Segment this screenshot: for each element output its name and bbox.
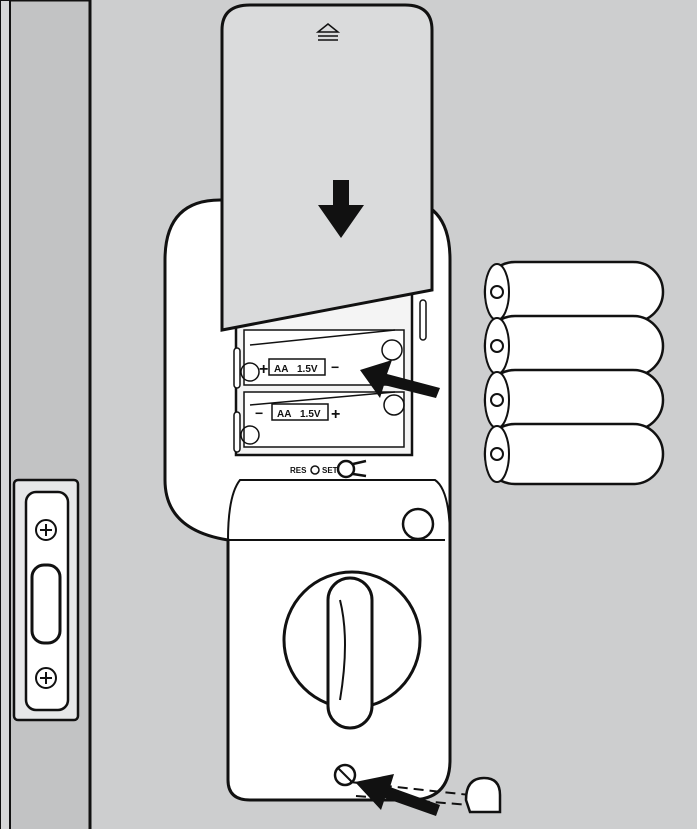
reset-button[interactable] [310,465,320,475]
sensor-button[interactable] [401,507,435,541]
insert-batteries-arrow-icon [360,360,440,398]
aa-batteries [483,260,665,486]
battery-4 [483,422,665,486]
polarity-plus: + [331,406,340,423]
battery-type-label: AA [274,364,288,375]
polarity-minus: − [255,405,263,421]
battery-type-label: AA [277,409,291,420]
eject-icon [315,23,341,41]
set-button[interactable] [336,459,356,479]
reset-label: RES [290,466,307,475]
thumb-turn[interactable] [282,570,422,730]
polarity-plus: + [259,361,268,378]
battery-3 [483,368,665,432]
battery-voltage-label: 1.5V [297,364,318,375]
set-label: SET [322,466,338,475]
battery-voltage-label: 1.5V [300,409,321,420]
polarity-minus: − [331,359,339,375]
battery-2 [483,314,665,378]
slide-down-arrow-icon [318,180,364,238]
battery-1 [483,260,665,324]
latch-hole [30,563,62,645]
lock-interior-panel: + AA 1.5V − − AA 1.5V + RES SET [163,198,452,802]
battery-cover[interactable] [220,3,434,332]
battery-slot-bottom: − AA 1.5V + [240,391,405,448]
insert-cap-arrow-icon [355,774,440,816]
strike-plate [12,478,80,722]
screw-cap [464,776,502,814]
